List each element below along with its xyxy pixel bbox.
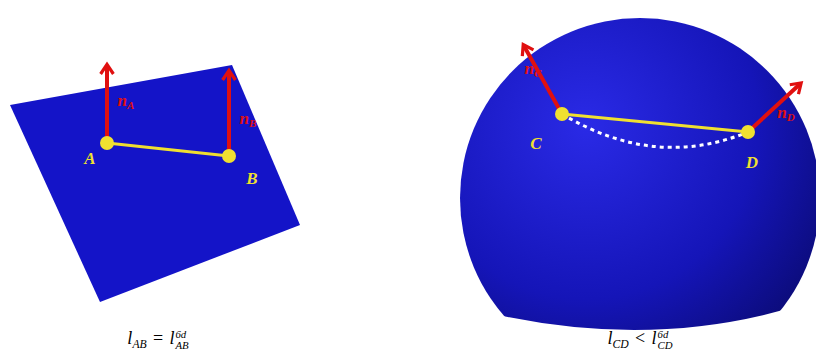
subscript: D <box>787 111 795 123</box>
symbol: l <box>607 328 612 348</box>
formula: lCD<l6dCD <box>607 329 672 352</box>
operator: < <box>635 328 645 348</box>
symbol: D <box>746 153 758 172</box>
normal-vector <box>105 66 109 143</box>
subscript: CD <box>613 338 629 351</box>
symbol: n <box>525 59 534 78</box>
point-label: C <box>530 135 541 152</box>
symbol: l <box>169 328 174 348</box>
symbol: n <box>118 91 127 110</box>
symbol: A <box>84 149 95 168</box>
straight-segment <box>107 143 229 156</box>
symbol: n <box>240 109 249 128</box>
symbol: C <box>530 134 541 153</box>
superscript: 6d <box>175 329 188 340</box>
subscript: AB <box>132 338 146 351</box>
point <box>100 136 114 150</box>
subscript: AB <box>175 340 188 351</box>
point <box>222 149 236 163</box>
script-stack: 6dCD <box>658 329 673 352</box>
script-stack: 6dAB <box>175 329 188 352</box>
superscript: 6d <box>658 329 673 340</box>
formula: lAB=l6dAB <box>127 329 188 352</box>
vector-label: nC <box>525 60 542 77</box>
flat-plane <box>10 65 300 302</box>
subscript: B <box>249 117 256 129</box>
point-label: D <box>746 154 758 171</box>
vector-label: nD <box>777 104 794 121</box>
symbol: B <box>246 169 257 188</box>
point-label: B <box>246 170 257 187</box>
point <box>555 107 569 121</box>
geodesic-arc <box>562 114 748 147</box>
symbol: l <box>652 328 657 348</box>
symbol: l <box>127 328 132 348</box>
vector-label: nB <box>240 110 257 127</box>
point-label: A <box>84 150 95 167</box>
subscript: A <box>127 99 134 111</box>
normal-vector <box>748 84 800 132</box>
vector-label: nA <box>118 92 135 109</box>
point <box>741 125 755 139</box>
hemisphere <box>460 18 816 364</box>
operator: = <box>153 328 163 348</box>
subscript: C <box>534 67 541 79</box>
symbol: n <box>777 103 786 122</box>
straight-segment <box>562 114 748 132</box>
subscript: CD <box>658 340 673 351</box>
normal-vector <box>227 72 231 156</box>
normal-vector <box>524 46 562 114</box>
